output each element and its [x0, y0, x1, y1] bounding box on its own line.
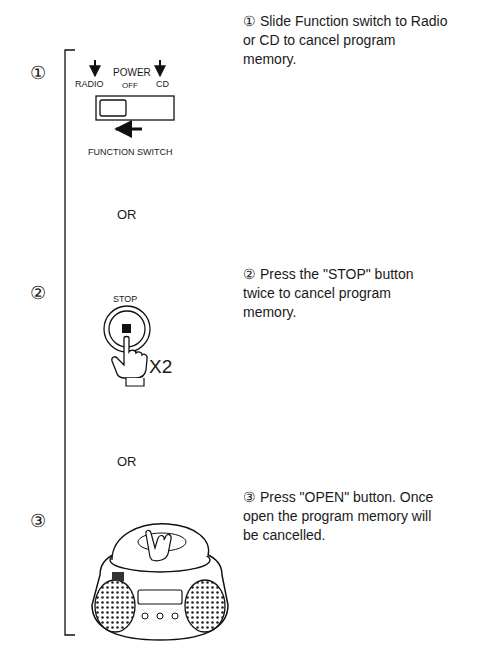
callout-number: ②	[30, 283, 46, 304]
press-count: X2	[149, 356, 172, 378]
switch-caption: FUNCTION SWITCH	[88, 147, 173, 157]
callout-number: ①	[30, 63, 46, 84]
or-text: OR	[117, 455, 137, 470]
instruction-text: ② Press the "STOP" button twice to cance…	[243, 265, 448, 322]
bracket	[65, 50, 75, 635]
callout-number: ③	[30, 511, 46, 532]
switch-label: RADIO	[75, 79, 104, 89]
switch-label: CD	[156, 79, 169, 89]
instruction-text: ① Slide Function switch to Radio or CD t…	[243, 12, 448, 69]
function-switch	[95, 60, 174, 129]
button-label: STOP	[113, 294, 137, 304]
or-text: OR	[117, 208, 137, 223]
switch-label: POWER	[113, 67, 151, 79]
switch-label: OFF	[122, 81, 138, 90]
cd-player-illustration	[92, 524, 228, 640]
instruction-text: ③ Press "OPEN" button. Once open the pro…	[243, 488, 448, 545]
stop-button	[104, 306, 150, 386]
